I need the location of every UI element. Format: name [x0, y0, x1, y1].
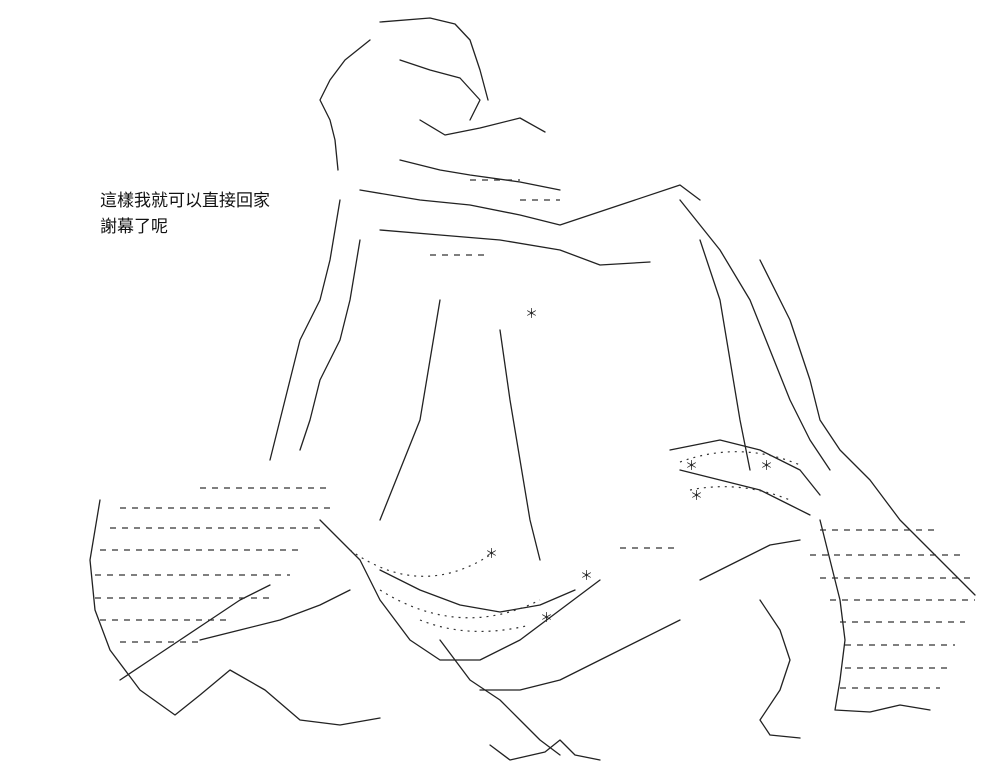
star-mark-4: ＊: [690, 489, 703, 504]
sparkle-arc-1: [349, 549, 491, 577]
caption-line-1: 這樣我就可以直接回家: [100, 191, 270, 211]
sparkle-arc-2: [379, 589, 541, 619]
feet: [489, 739, 601, 761]
hair-left: [319, 39, 371, 171]
robe-center-1: [319, 519, 601, 661]
robe-right-3: [759, 259, 976, 596]
arm-right: [669, 439, 821, 496]
body-mid-2: [499, 329, 541, 561]
body-mid: [379, 299, 441, 521]
caption-line-2: 謝幕了呢: [100, 217, 168, 237]
robe-center-2: [379, 569, 576, 613]
robe-right-inner: [759, 599, 801, 739]
robe-right-fold: [699, 539, 801, 581]
star-mark-3: ＊: [540, 611, 553, 626]
head-outline: [379, 17, 489, 101]
robe-fold-left-2: [199, 589, 351, 641]
star-mark-5: ＊: [580, 569, 593, 584]
robe-fold-left: [119, 584, 271, 681]
body-left-2: [299, 239, 361, 451]
star-mark-1: ＊: [525, 307, 538, 322]
robe-center-4: [479, 619, 681, 691]
star-mark-2: ＊: [485, 547, 498, 562]
sparkle-arc-5: [419, 619, 531, 633]
collar: [359, 184, 701, 226]
neck: [399, 159, 561, 191]
robe-right-2: [699, 239, 751, 471]
star-mark-7: ＊: [760, 459, 773, 474]
hand-curve: [679, 469, 811, 516]
face-line: [399, 59, 481, 121]
collar-inner: [379, 229, 651, 266]
robe-bottom-left: [89, 499, 381, 726]
robe-right-1: [679, 199, 831, 471]
face-lower: [419, 117, 546, 136]
body-left-1: [269, 199, 341, 461]
star-mark-6: ＊: [685, 459, 698, 474]
robe-bottom-right: [819, 519, 931, 713]
caption: 這樣我就可以直接回家 謝幕了呢: [100, 188, 270, 240]
sparkle-arc-4: [689, 486, 791, 501]
robe-center-3: [439, 639, 561, 756]
